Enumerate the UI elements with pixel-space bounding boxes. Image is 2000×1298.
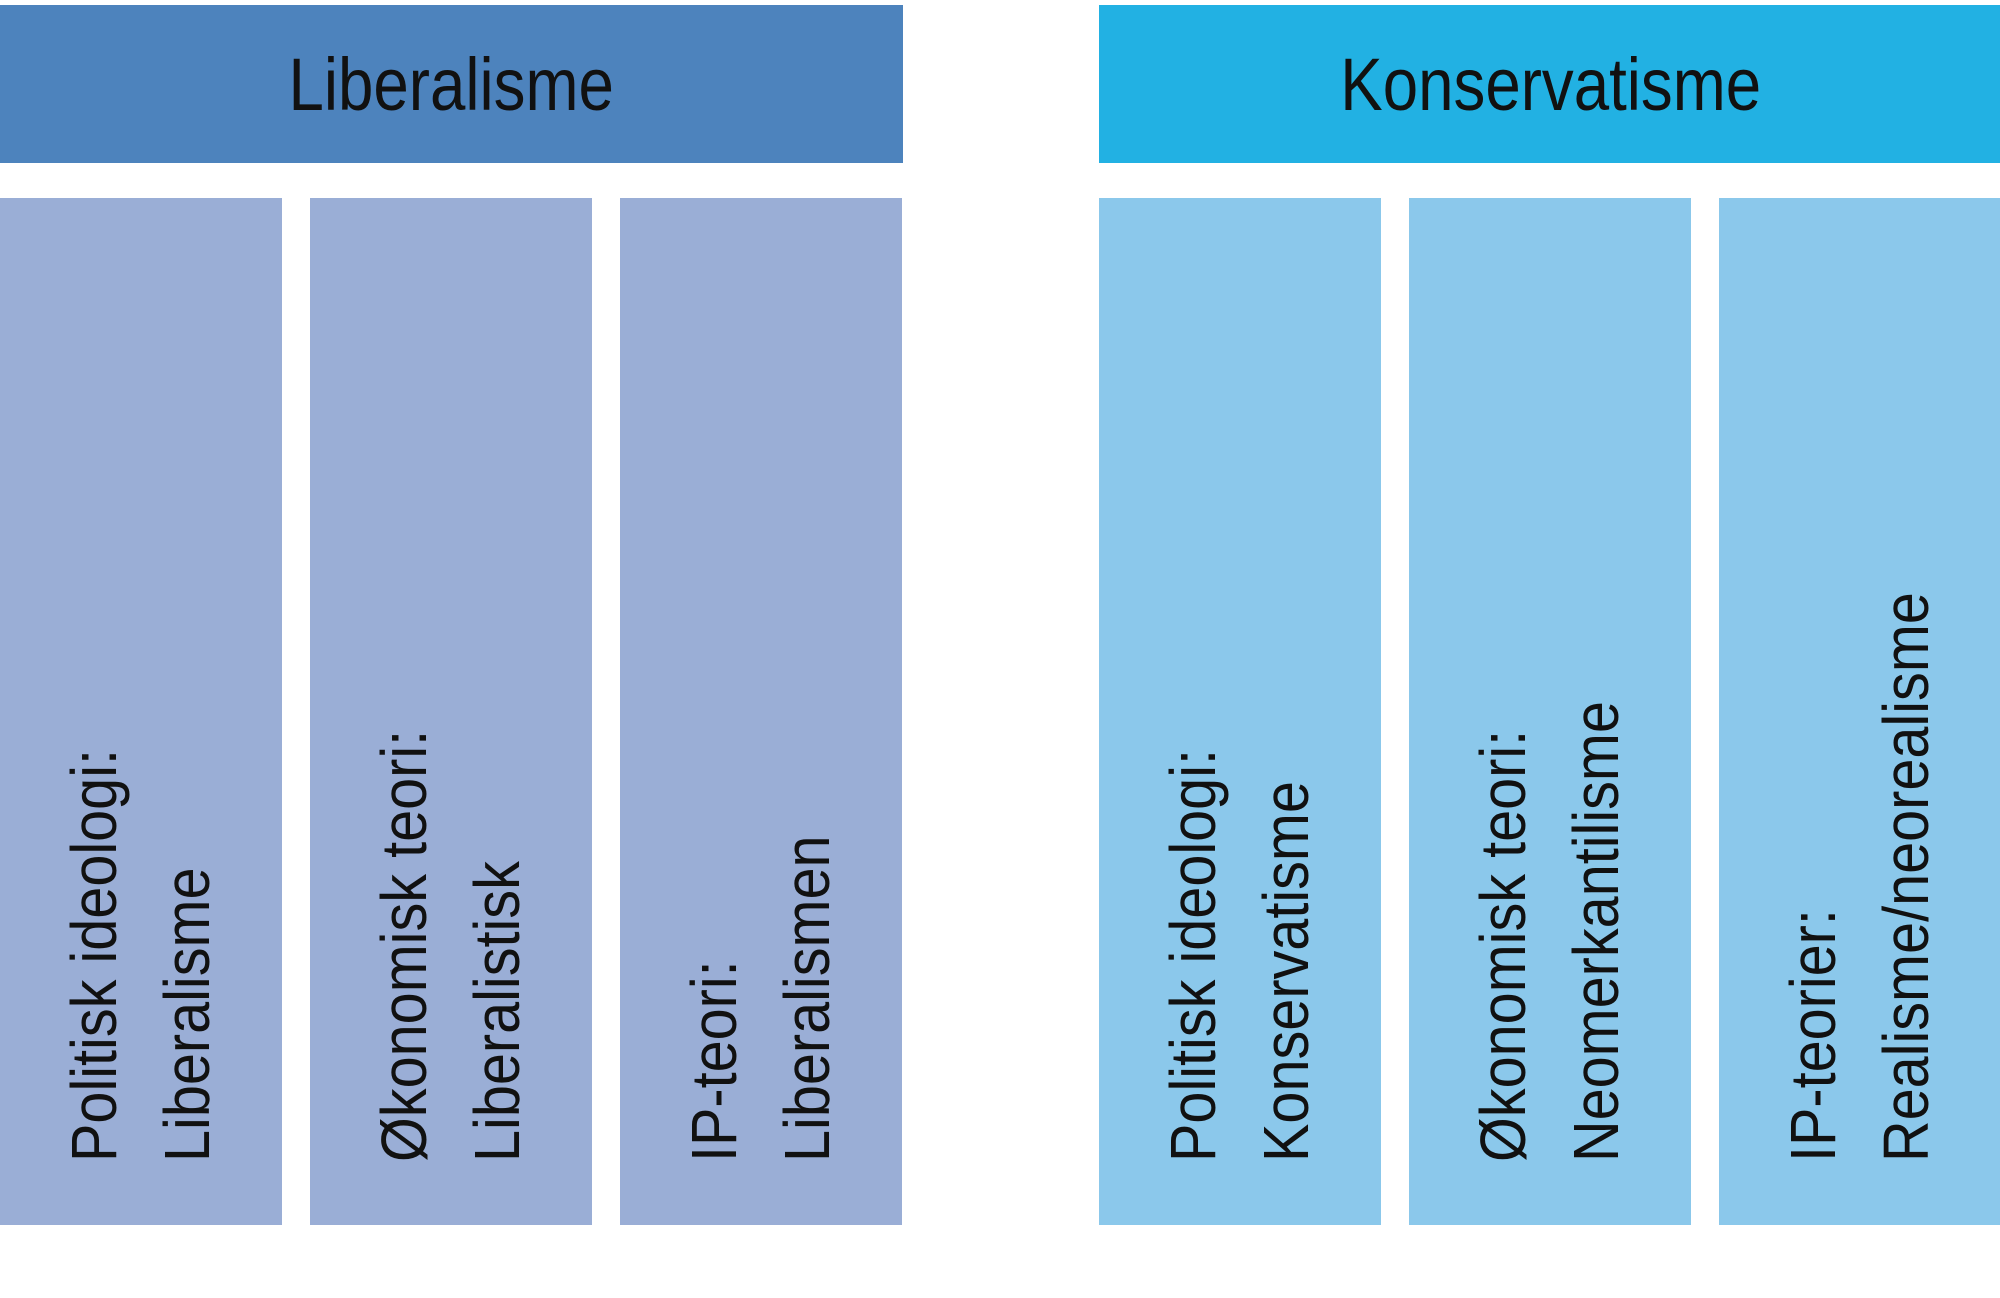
conservatism-header: Konservatisme: [1099, 5, 2000, 163]
liberalism-column-ip-theory: IP-teori: Liberalismen: [620, 198, 902, 1225]
conservatism-group: Konservatisme Politisk ideologi: Konserv…: [1099, 5, 2000, 1225]
conservatism-column-political-ideology: Politisk ideologi: Konservatisme: [1099, 198, 1381, 1225]
column-value: Konservatisme: [1250, 781, 1322, 1162]
liberalism-column-economic-theory: Økonomisk teori: Liberalistisk: [310, 198, 592, 1225]
column-label: Økonomisk teori:: [368, 729, 440, 1162]
column-label: Økonomisk teori:: [1467, 729, 1539, 1162]
liberalism-header: Liberalisme: [0, 5, 903, 163]
column-value: Liberalisme: [151, 867, 223, 1162]
column-label: IP-teorier:: [1777, 909, 1849, 1162]
liberalism-group: Liberalisme Politisk ideologi: Liberalis…: [0, 5, 903, 1225]
liberalism-column-political-ideology: Politisk ideologi: Liberalisme: [0, 198, 282, 1225]
column-label: Politisk ideologi:: [1157, 748, 1229, 1162]
column-value: Realisme/neorealisme: [1870, 592, 1942, 1162]
column-value: Liberalistisk: [461, 861, 533, 1162]
liberalism-header-text: Liberalisme: [288, 42, 615, 126]
conservatism-header-text: Konservatisme: [1340, 42, 1761, 126]
column-label: Politisk ideologi:: [58, 748, 130, 1162]
conservatism-column-ip-theories: IP-teorier: Realisme/neorealisme: [1719, 198, 2000, 1225]
conservatism-column-economic-theory: Økonomisk teori: Neomerkantilisme: [1409, 198, 1691, 1225]
column-value: Neomerkantilisme: [1560, 701, 1632, 1162]
column-label: IP-teori:: [678, 960, 750, 1162]
column-value: Liberalismen: [771, 835, 843, 1162]
